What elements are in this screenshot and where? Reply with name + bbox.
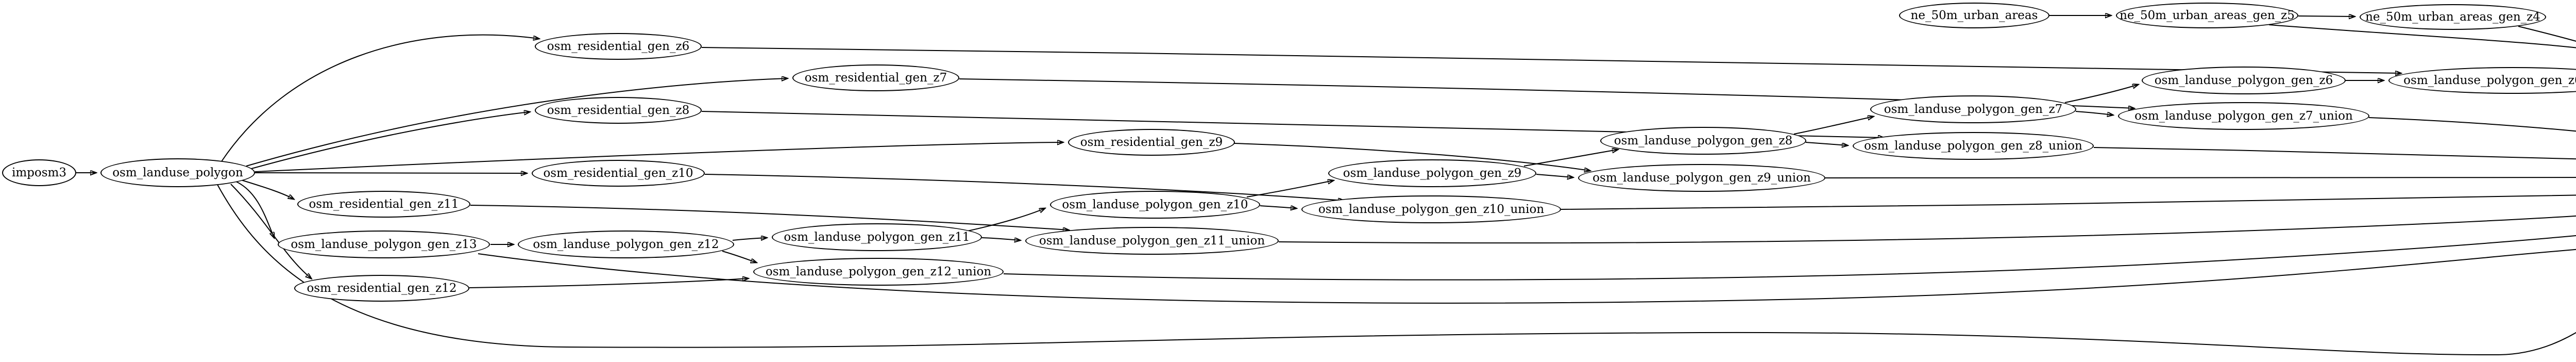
- node-osm_landuse_polygon_gen_z10: osm_landuse_polygon_gen_z10: [1050, 191, 1260, 219]
- node-osm_landuse_polygon_gen_z9: osm_landuse_polygon_gen_z9: [1328, 159, 1536, 187]
- edge-osm_landuse_polygon-to-layer_landuse-z14: [217, 184, 2576, 356]
- edge-osm_landuse_polygon-to-osm_residential_gen_z6: [221, 34, 539, 162]
- node-osm_landuse_polygon_gen_z11_union: osm_landuse_polygon_gen_z11_union: [1025, 227, 1279, 255]
- edge-osm_landuse_polygon_gen_z13-to-layer_landuse-z13: [478, 249, 2576, 304]
- node-osm_landuse_polygon_gen_z11: osm_landuse_polygon_gen_z11: [772, 223, 982, 251]
- edge-osm_landuse_polygon_gen_z12-to-osm_landuse_polygon_gen_z11: [732, 238, 767, 240]
- node-osm_residential_gen_z8: osm_residential_gen_z8: [535, 97, 702, 124]
- edge-osm_landuse_polygon_gen_z12_union-to-layer_landuse-z12: [1003, 235, 2576, 281]
- node-osm_residential_gen_z12: osm_residential_gen_z12: [294, 275, 469, 302]
- node-osm_landuse_polygon_gen_z8: osm_landuse_polygon_gen_z8: [1600, 127, 1806, 155]
- edge-osm_residential_gen_z12-to-osm_landuse_polygon_gen_z12_union: [469, 278, 748, 288]
- edge-osm_landuse_polygon_gen_z11-to-osm_landuse_polygon_gen_z10: [967, 208, 1045, 232]
- edge-osm_landuse_polygon-to-osm_landuse_polygon_gen_z13: [235, 181, 274, 238]
- edge-osm_landuse_polygon_gen_z7-to-osm_landuse_polygon_gen_z7_union: [2075, 111, 2113, 115]
- edge-osm_landuse_polygon-to-osm_residential_gen_z9: [255, 142, 1063, 172]
- edge-osm_landuse_polygon_gen_z7_union-to-layer_landuse-z7: [2368, 117, 2576, 132]
- edge-osm_landuse_polygon_gen_z12-to-osm_landuse_polygon_gen_z12_union: [722, 251, 756, 262]
- edge-osm_landuse_polygon-to-osm_residential_gen_z8: [251, 112, 530, 169]
- node-osm_landuse_polygon_gen_z8_union: osm_landuse_polygon_gen_z8_union: [1853, 132, 2094, 160]
- edge-ne_50m_urban_areas_gen_z4-to-layer_landuse-z4: [2518, 26, 2576, 42]
- edge-osm_landuse_polygon_gen_z10_union-to-layer_landuse-z10: [1561, 194, 2576, 210]
- node-osm_landuse_polygon_gen_z12: osm_landuse_polygon_gen_z12: [518, 231, 734, 258]
- edge-ne_50m_urban_areas_gen_z5-to-layer_landuse-z5: [2268, 24, 2576, 48]
- node-osm_landuse_polygon_gen_z7: osm_landuse_polygon_gen_z7: [1870, 95, 2076, 123]
- edge-osm_landuse_polygon_gen_z9-to-osm_landuse_polygon_gen_z9_union: [1536, 174, 1573, 177]
- node-osm_landuse_polygon_gen_z7_union: osm_landuse_polygon_gen_z7_union: [2118, 102, 2369, 130]
- edge-osm_landuse_polygon_gen_z10-to-osm_landuse_polygon_gen_z10_union: [1260, 205, 1296, 208]
- edge-osm_residential_gen_z6-to-osm_landuse_polygon_gen_z6_union: [701, 47, 2401, 73]
- edge-osm_landuse_polygon-to-osm_residential_gen_z7: [246, 78, 787, 167]
- edge-osm_landuse_polygon_gen_z8_union-to-layer_landuse-z8: [2093, 147, 2576, 159]
- edge-osm_landuse_polygon_gen_z11-to-osm_landuse_polygon_gen_z11_union: [981, 237, 1020, 240]
- node-imposm3: imposm3: [2, 159, 76, 186]
- node-osm_residential_gen_z6: osm_residential_gen_z6: [535, 33, 702, 60]
- edge-osm_landuse_polygon_gen_z8-to-osm_landuse_polygon_gen_z8_union: [1805, 142, 1848, 145]
- node-ne_50m_urban_areas_gen_z4: ne_50m_urban_areas_gen_z4: [2360, 4, 2546, 30]
- node-osm_landuse_polygon_gen_z13: osm_landuse_polygon_gen_z13: [278, 231, 490, 258]
- node-osm_residential_gen_z10: osm_residential_gen_z10: [532, 160, 705, 187]
- edge-osm_landuse_polygon-to-osm_residential_gen_z11: [241, 179, 294, 199]
- edge-osm_residential_gen_z10-to-osm_landuse_polygon_gen_z10_union: [704, 174, 1344, 201]
- edge-osm_residential_gen_z11-to-osm_landuse_polygon_gen_z11_union: [470, 205, 1069, 230]
- edge-osm_landuse_polygon_gen_z8-to-osm_landuse_polygon_gen_z7: [1793, 117, 1873, 135]
- edge-osm_landuse_polygon_gen_z9_union-to-layer_landuse-z9: [1825, 177, 2576, 178]
- node-ne_50m_urban_areas_gen_z5: ne_50m_urban_areas_gen_z5: [2116, 3, 2298, 28]
- edge-ne_50m_urban_areas_gen_z5-to-ne_50m_urban_areas_gen_z4: [2298, 16, 2354, 17]
- edge-osm_residential_gen_z9-to-osm_landuse_polygon_gen_z9_union: [1234, 143, 1590, 171]
- node-osm_landuse_polygon: osm_landuse_polygon: [100, 158, 255, 187]
- edge-osm_landuse_polygon_gen_z11_union-to-layer_landuse-z11: [1278, 215, 2576, 244]
- node-ne_50m_urban_areas: ne_50m_urban_areas: [1899, 3, 2049, 28]
- node-osm_landuse_polygon_gen_z10_union: osm_landuse_polygon_gen_z10_union: [1301, 195, 1561, 223]
- node-osm_landuse_polygon_gen_z9_union: osm_landuse_polygon_gen_z9_union: [1578, 164, 1825, 192]
- node-osm_landuse_polygon_gen_z6_union: osm_landuse_polygon_gen_z6_union: [2388, 67, 2576, 94]
- node-osm_residential_gen_z11: osm_residential_gen_z11: [297, 191, 470, 218]
- edge-osm_landuse_polygon_gen_z7-to-osm_landuse_polygon_gen_z6: [2064, 85, 2138, 103]
- node-osm_landuse_polygon_gen_z12_union: osm_landuse_polygon_gen_z12_union: [753, 258, 1004, 286]
- node-osm_residential_gen_z9: osm_residential_gen_z9: [1068, 129, 1235, 156]
- node-osm_residential_gen_z7: osm_residential_gen_z7: [792, 64, 959, 91]
- node-osm_landuse_polygon_gen_z6: osm_landuse_polygon_gen_z6: [2142, 67, 2346, 94]
